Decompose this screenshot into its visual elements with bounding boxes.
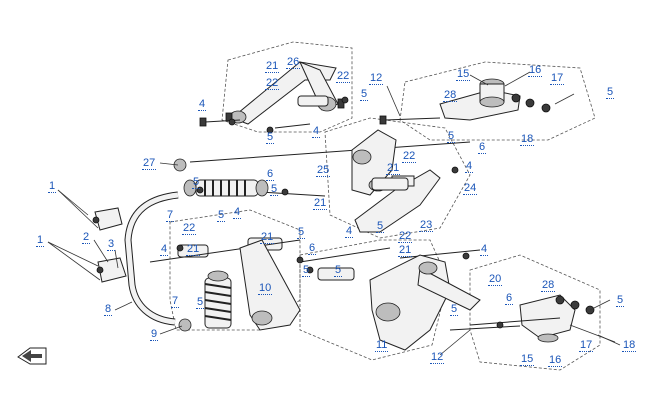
stabilizer-bar: [92, 191, 179, 326]
callout-7[interactable]: 7: [171, 295, 180, 308]
callout-5[interactable]: 5: [376, 220, 385, 233]
upper-a-arm-right: [439, 78, 551, 121]
callout-21[interactable]: 21: [260, 231, 275, 244]
callout-5[interactable]: 5: [302, 264, 311, 277]
lower-hub: [449, 294, 595, 343]
callout-17[interactable]: 17: [550, 72, 565, 85]
callout-4[interactable]: 4: [312, 125, 321, 138]
callout-4[interactable]: 4: [233, 206, 242, 219]
callout-21[interactable]: 21: [398, 244, 413, 257]
callout-18[interactable]: 18: [520, 133, 535, 146]
callout-22[interactable]: 22: [265, 77, 280, 90]
callout-12[interactable]: 12: [369, 72, 384, 85]
callout-25[interactable]: 25: [316, 164, 331, 177]
callout-22[interactable]: 22: [182, 222, 197, 235]
callout-23[interactable]: 23: [419, 219, 434, 232]
callout-15[interactable]: 15: [520, 353, 535, 366]
callout-18[interactable]: 18: [622, 339, 637, 352]
callout-5[interactable]: 5: [217, 209, 226, 222]
leader-lines: [47, 71, 621, 356]
shock-absorber-upper: [173, 158, 269, 197]
callout-4[interactable]: 4: [480, 243, 489, 256]
callout-11[interactable]: 11: [375, 339, 389, 352]
callout-16[interactable]: 16: [548, 354, 563, 367]
callout-1[interactable]: 1: [48, 180, 57, 193]
lower-a-arm-knuckle: [369, 254, 481, 351]
callout-5[interactable]: 5: [297, 226, 306, 239]
callout-5[interactable]: 5: [334, 264, 343, 277]
group-outlines: [169, 41, 601, 371]
callout-5[interactable]: 5: [196, 296, 205, 309]
callout-6[interactable]: 6: [266, 168, 275, 181]
upper-a-arm-left: [225, 61, 345, 125]
callout-5[interactable]: 5: [606, 86, 615, 99]
callout-22[interactable]: 22: [336, 70, 351, 83]
shock-absorber-lower: [178, 270, 232, 332]
callout-5[interactable]: 5: [192, 176, 201, 189]
callout-21[interactable]: 21: [186, 243, 201, 256]
callout-4[interactable]: 4: [345, 225, 354, 238]
callout-15[interactable]: 15: [456, 68, 471, 81]
callout-22[interactable]: 22: [402, 150, 417, 163]
callout-1[interactable]: 1: [36, 234, 45, 247]
callout-22[interactable]: 22: [398, 230, 413, 243]
callout-17[interactable]: 17: [579, 339, 594, 352]
callout-5[interactable]: 5: [266, 131, 275, 144]
callout-28[interactable]: 28: [443, 89, 458, 102]
callout-5[interactable]: 5: [616, 294, 625, 307]
lower-arm-10: [239, 239, 301, 331]
callout-6[interactable]: 6: [308, 242, 317, 255]
callout-10[interactable]: 10: [258, 282, 273, 295]
callout-4[interactable]: 4: [198, 98, 207, 111]
callout-24[interactable]: 24: [463, 182, 478, 195]
callout-9[interactable]: 9: [150, 328, 159, 341]
callout-26[interactable]: 26: [286, 56, 301, 69]
washers-nuts: [176, 96, 504, 329]
callout-5[interactable]: 5: [270, 183, 279, 196]
callout-4[interactable]: 4: [160, 243, 169, 256]
callout-20[interactable]: 20: [488, 273, 503, 286]
callout-21[interactable]: 21: [265, 60, 280, 73]
callout-8[interactable]: 8: [104, 303, 113, 316]
callout-5[interactable]: 5: [360, 88, 369, 101]
callout-6[interactable]: 6: [505, 292, 514, 305]
callout-21[interactable]: 21: [386, 162, 401, 175]
callout-2[interactable]: 2: [82, 231, 91, 244]
callout-27[interactable]: 27: [142, 157, 157, 170]
callout-3[interactable]: 3: [107, 238, 116, 251]
front-direction-arrow-icon: [17, 347, 47, 365]
callout-21[interactable]: 21: [313, 197, 328, 210]
callout-12[interactable]: 12: [430, 351, 445, 364]
callout-5[interactable]: 5: [447, 130, 456, 143]
callout-28[interactable]: 28: [541, 279, 556, 292]
callout-16[interactable]: 16: [528, 64, 543, 77]
callout-4[interactable]: 4: [465, 160, 474, 173]
callout-7[interactable]: 7: [166, 209, 175, 222]
callout-5[interactable]: 5: [450, 303, 459, 316]
callout-6[interactable]: 6: [478, 141, 487, 154]
